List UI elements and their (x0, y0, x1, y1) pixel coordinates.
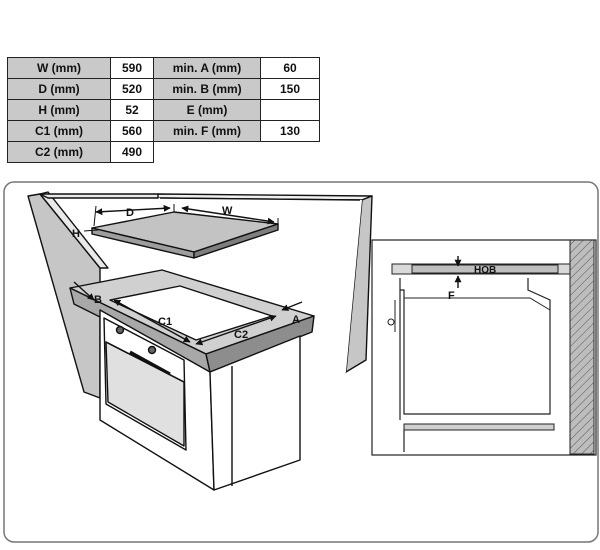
f-label: F (448, 290, 455, 302)
label-e: E (mm) (153, 99, 261, 121)
label-a-dim: A (292, 314, 300, 326)
label-min-f: min. F (mm) (153, 120, 261, 142)
installation-diagram: D W H B A C1 C2 HOB F (3, 181, 599, 543)
label-c1: C1 (mm) (7, 120, 111, 142)
value-c2: 490 (110, 141, 154, 163)
label-h: H (mm) (7, 99, 111, 121)
right-wall (345, 195, 373, 373)
value-min-b: 150 (260, 78, 320, 100)
label-d-dim: D (126, 207, 134, 219)
label-c2-dim: C2 (234, 329, 248, 341)
hob-label: HOB (474, 265, 496, 276)
section-oven (399, 278, 551, 420)
kitchen-corner-illustration (27, 191, 373, 491)
value-w: 590 (110, 57, 154, 79)
label-w: W (mm) (7, 57, 111, 79)
label-w-dim: W (222, 205, 233, 217)
label-c2: C2 (mm) (7, 141, 111, 163)
section-frame (371, 239, 597, 456)
table-row: H (mm) 52 E (mm) (7, 99, 320, 121)
label-min-a: min. A (mm) (153, 57, 261, 79)
label-c1-dim: C1 (158, 316, 172, 328)
back-wall (39, 193, 161, 199)
label-min-b: min. B (mm) (153, 78, 261, 100)
label-b-dim: B (94, 294, 102, 306)
table-row: W (mm) 590 min. A (mm) 60 (7, 57, 320, 79)
table-row: C2 (mm) 490 (7, 141, 320, 163)
dimensions-table: W (mm) 590 min. A (mm) 60 D (mm) 520 min… (7, 57, 320, 163)
value-d: 520 (110, 78, 154, 100)
table-row: C1 (mm) 560 min. F (mm) 130 (7, 120, 320, 142)
value-min-a: 60 (260, 57, 320, 79)
label-h-dim: H (72, 228, 80, 240)
side-section-view (371, 239, 597, 456)
section-hob (411, 264, 559, 274)
table-row: D (mm) 520 min. B (mm) 150 (7, 78, 320, 100)
section-wall (569, 239, 595, 455)
label-d: D (mm) (7, 78, 111, 100)
value-h: 52 (110, 99, 154, 121)
value-c1: 560 (110, 120, 154, 142)
value-min-f: 130 (260, 120, 320, 142)
value-e (260, 99, 320, 121)
